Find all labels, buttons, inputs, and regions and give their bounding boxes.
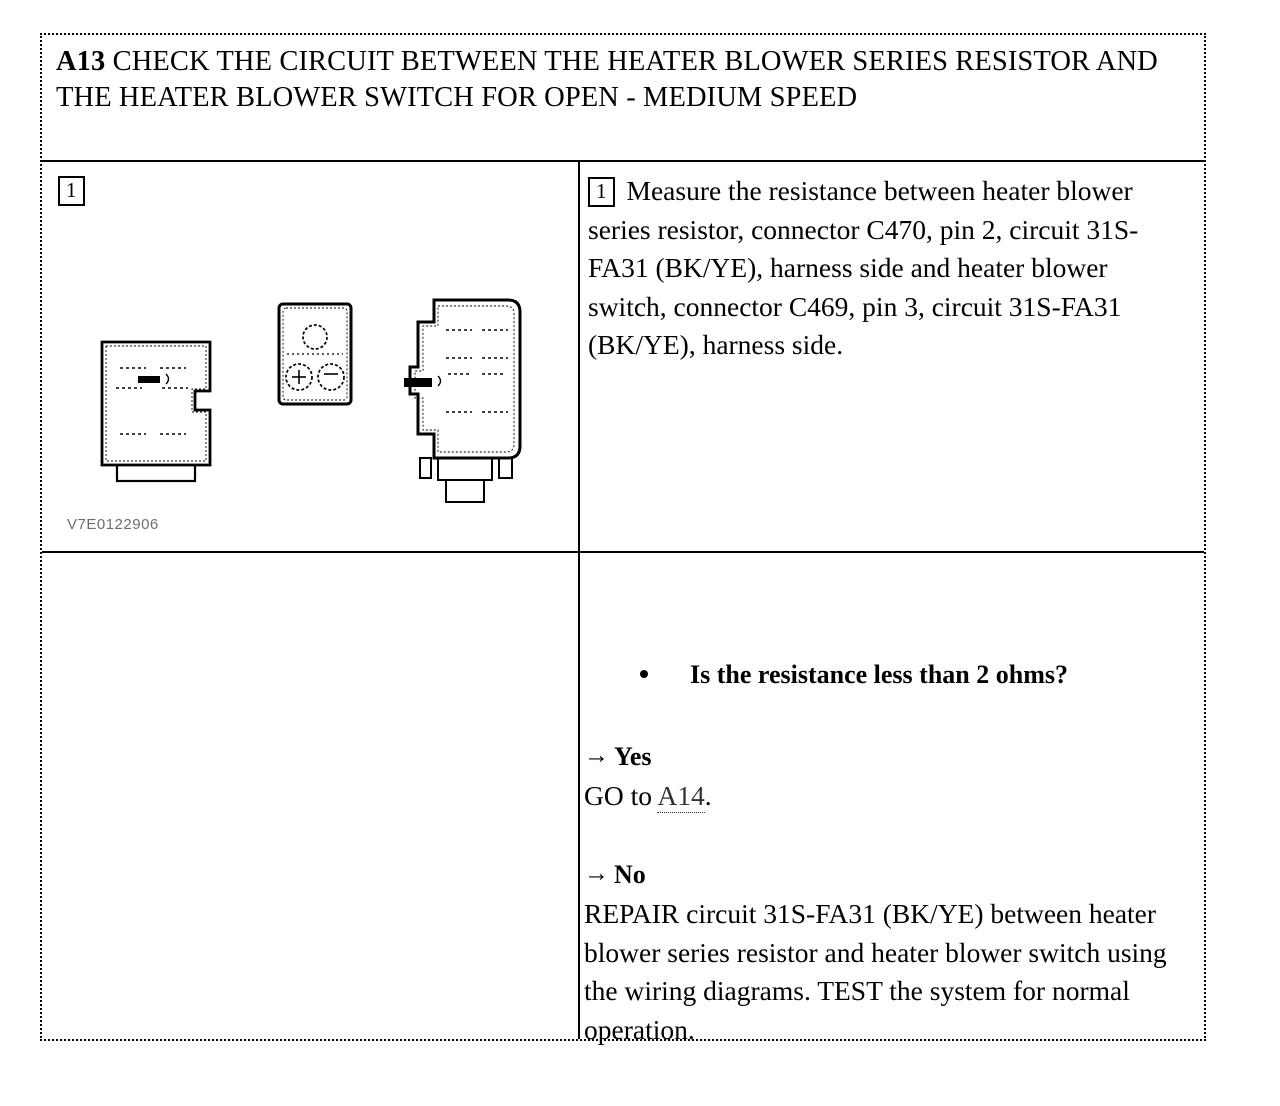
branch-no-action: REPAIR circuit 31S-FA31 (BK/YE) between … (584, 898, 1167, 1045)
upper-row: 1 (42, 162, 1204, 553)
branch-no: →No REPAIR circuit 31S-FA31 (BK/YE) betw… (584, 860, 1198, 1049)
branch-yes-label: Yes (614, 742, 652, 771)
branch-yes-heading: →Yes (584, 742, 1198, 773)
test-title-text: CHECK THE CIRCUIT BETWEEN THE HEATER BLO… (56, 46, 1165, 113)
figure-id-caption: V7E0122906 (67, 516, 159, 533)
arrow-right-icon: → (584, 742, 609, 769)
pinpoint-test-table: A13 CHECK THE CIRCUIT BETWEEN THE HEATER… (40, 33, 1206, 1045)
cross-reference-link[interactable]: A14 (657, 780, 705, 813)
branch-yes-action: GO to A14. (584, 777, 1198, 816)
instruction-text: Measure the resistance between heater bl… (588, 175, 1139, 360)
page-title: A13 CHECK THE CIRCUIT BETWEEN THE HEATER… (56, 44, 1190, 116)
test-step-id: A13 (56, 46, 106, 77)
connector-series-resistor (100, 340, 212, 483)
connector-illustration (42, 162, 578, 551)
goto-prefix: GO to (584, 780, 658, 811)
question-text: Is the resistance less than 2 ohms? (690, 660, 1068, 689)
test-header-cell: A13 CHECK THE CIRCUIT BETWEEN THE HEATER… (42, 35, 1204, 162)
branch-no-heading: →No (584, 860, 1198, 891)
instruction-step-marker: 1 (588, 176, 615, 207)
connector-blower-switch (404, 298, 522, 503)
connector-diagram-svg (100, 298, 522, 503)
lower-row: Is the resistance less than 2 ohms? →Yes… (42, 553, 1204, 1045)
decision-question: Is the resistance less than 2 ohms? (588, 660, 1194, 690)
goto-suffix: . (704, 780, 712, 811)
bullet-icon (640, 670, 648, 678)
connector-two-pin (277, 302, 353, 406)
illustration-step-marker: 1 (58, 176, 85, 206)
illustration-cell: 1 (42, 162, 580, 551)
arrow-right-icon: → (584, 860, 609, 887)
empty-illustration-cell (42, 553, 580, 1039)
branch-no-label: No (614, 860, 646, 889)
decision-cell: Is the resistance less than 2 ohms? →Yes… (580, 553, 1204, 1045)
branch-yes: →Yes GO to A14. (584, 742, 1198, 816)
